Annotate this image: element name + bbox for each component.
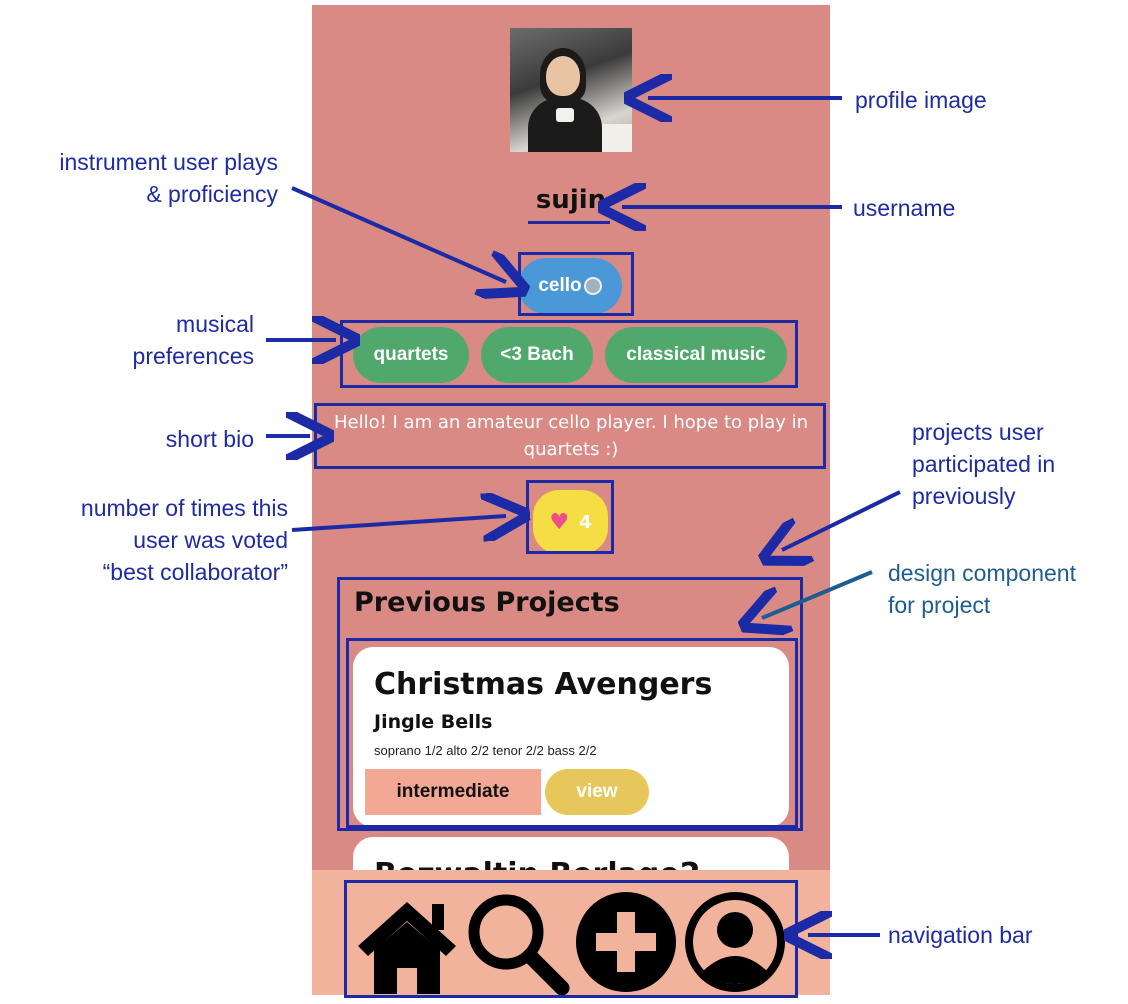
vote-count: 4: [579, 511, 592, 533]
annotation-profile-image: profile image: [855, 87, 987, 113]
heart-icon: ♥: [549, 509, 570, 535]
annotation-navigation: navigation bar: [888, 922, 1033, 948]
annotation-bio: short bio: [165, 426, 254, 452]
project-song: Jingle Bells: [374, 711, 493, 733]
search-icon[interactable]: [462, 890, 572, 995]
annotation-box-votes: [526, 480, 614, 554]
add-icon[interactable]: [571, 890, 681, 995]
short-bio: Hello! I am an amateur cello player. I h…: [333, 412, 809, 460]
annotation-box-navigation: [344, 880, 798, 998]
view-button[interactable]: view: [545, 769, 649, 815]
section-title: Previous Projects: [354, 587, 620, 618]
annotation-box-bio: [314, 403, 826, 469]
preference-label: classical music: [626, 344, 766, 365]
annotation-votes: number of times this user was voted “bes…: [80, 495, 288, 585]
username: sujin: [535, 185, 607, 215]
annotation-underline-username: [528, 218, 610, 224]
preference-pill-quartets[interactable]: quartets: [353, 327, 469, 383]
annotation-design-component: design component for project: [888, 560, 1076, 618]
level-tag: intermediate: [365, 769, 541, 815]
profile-image[interactable]: [510, 28, 632, 152]
project-title: Christmas Avengers: [374, 667, 713, 702]
proficiency-badge-icon: [583, 277, 602, 295]
annotation-box-projects: [337, 577, 803, 831]
annotation-projects: projects user participated in previously: [912, 419, 1056, 509]
home-icon[interactable]: [352, 890, 462, 995]
annotation-username: username: [853, 195, 956, 221]
collaborator-votes-badge: ♥ 4: [533, 490, 608, 554]
navigation-bar: [312, 870, 830, 995]
project-parts: soprano 1/2 alto 2/2 tenor 2/2 bass 2/2: [374, 743, 597, 758]
annotation-box-design-component: [346, 638, 798, 828]
annotation-instrument: instrument user plays & proficiency: [59, 149, 278, 207]
preference-label: quartets: [373, 344, 449, 365]
preference-pill-bach[interactable]: <3 Bach: [481, 327, 593, 383]
profile-icon[interactable]: [680, 890, 790, 995]
annotation-preferences: musical preferences: [132, 311, 254, 369]
annotation-box-instrument: [518, 252, 634, 316]
preference-label: <3 Bach: [500, 344, 574, 365]
project-card[interactable]: Christmas Avengers Jingle Bells soprano …: [353, 647, 789, 827]
preference-pill-classical[interactable]: classical music: [605, 327, 787, 383]
instrument-label: cello: [538, 275, 582, 296]
annotation-box-preferences: [340, 320, 798, 388]
